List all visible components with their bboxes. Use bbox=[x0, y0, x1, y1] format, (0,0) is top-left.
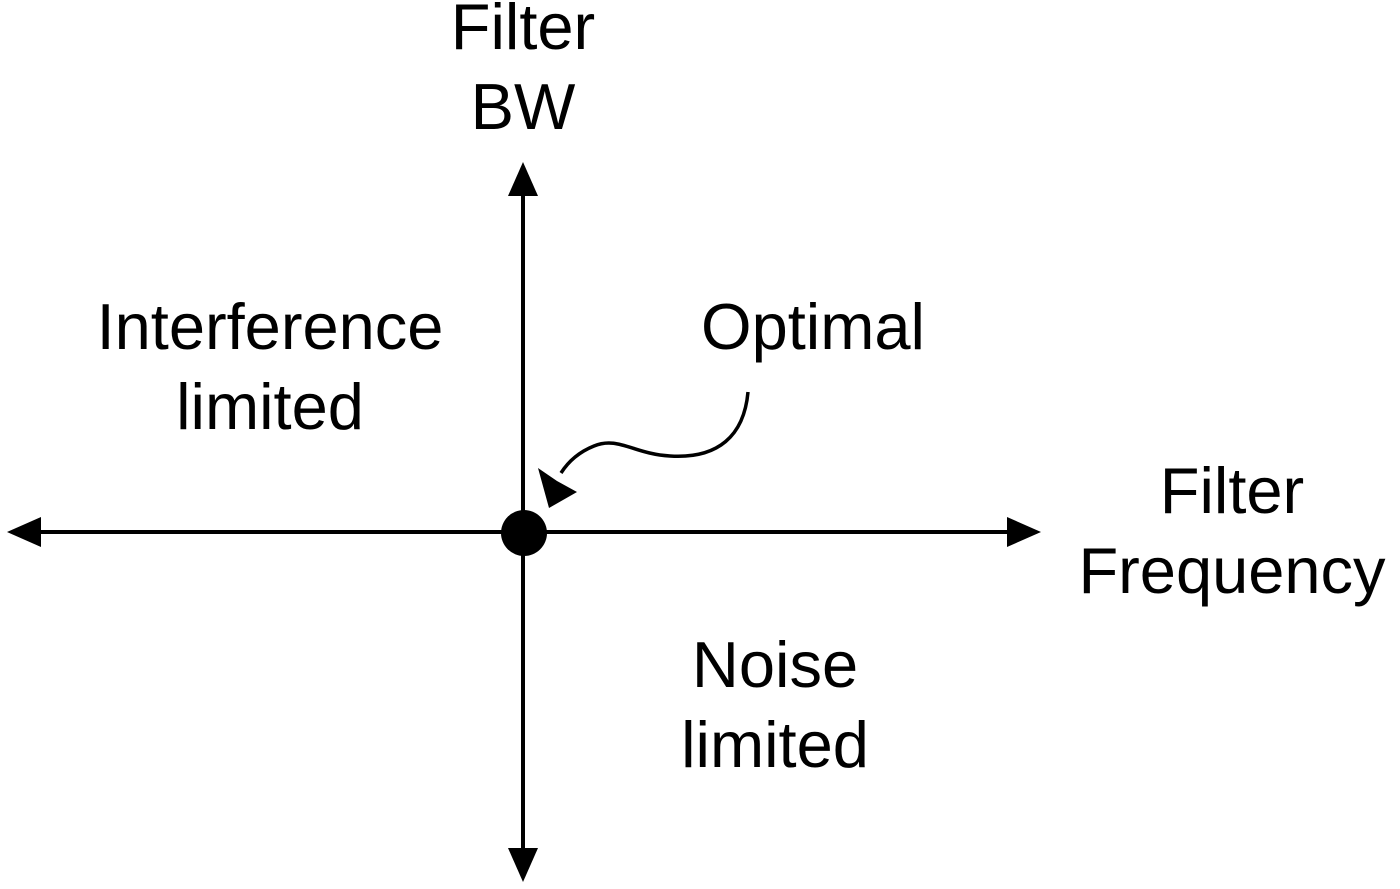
y-axis-label: Filter BW bbox=[323, 0, 723, 147]
quadrant-label-line2: limited bbox=[681, 708, 869, 781]
quadrant-label-interference-limited: Interference limited bbox=[20, 287, 520, 447]
x-axis-arrowhead-right-icon bbox=[1007, 517, 1041, 547]
x-axis-label-line2: Frequency bbox=[1078, 534, 1386, 607]
x-axis-label: Filter Frequency bbox=[1052, 451, 1400, 611]
y-axis-label-line2: BW bbox=[470, 70, 576, 143]
optimal-pointer-curve bbox=[559, 391, 750, 474]
optimal-pointer-arrowhead-icon bbox=[538, 468, 577, 508]
quadrant-label-noise-limited: Noise limited bbox=[575, 625, 975, 785]
x-axis-arrowhead-left-icon bbox=[7, 517, 41, 547]
optimal-annotation: Optimal bbox=[701, 290, 925, 363]
quadrant-label-line2: limited bbox=[176, 370, 364, 443]
y-axis-arrowhead-up-icon bbox=[508, 162, 538, 196]
origin-dot bbox=[501, 510, 547, 556]
quadrant-label-line1: Interference bbox=[96, 290, 444, 363]
y-axis-label-line1: Filter bbox=[450, 0, 596, 63]
y-axis-arrowhead-down-icon bbox=[508, 848, 538, 882]
quadrant-label-line1: Noise bbox=[691, 628, 859, 701]
x-axis-label-line1: Filter bbox=[1159, 454, 1305, 527]
